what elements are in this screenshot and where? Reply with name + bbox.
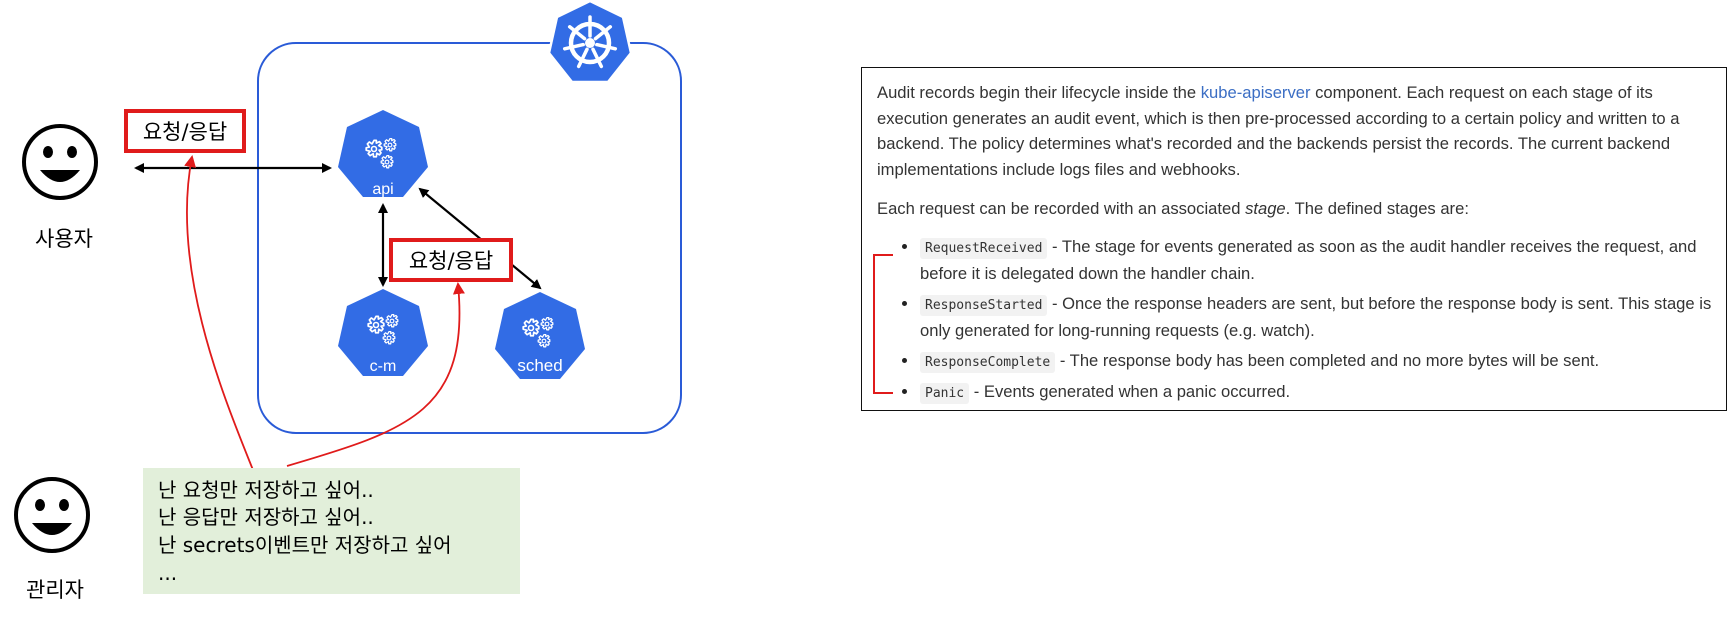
audit-doc-panel: Audit records begin their lifecycle insi… bbox=[861, 67, 1727, 411]
user-label: 사용자 bbox=[35, 227, 93, 251]
user-smiley-icon bbox=[22, 124, 98, 200]
stage-description: - Once the response headers are sent, bu… bbox=[920, 293, 1712, 341]
doc-p1-text: Audit records begin their lifecycle insi… bbox=[877, 83, 1201, 102]
admin-smiley-icon bbox=[14, 477, 90, 553]
k8s-audit-diagram: api c-m sched 요청/응답 요청/응답 사용자 관리자 난 요청만 … bbox=[14, 0, 682, 602]
admin-label: 관리자 bbox=[26, 578, 84, 602]
stage-item: RequestReceived - The stage for events g… bbox=[902, 234, 1712, 287]
stage-description: - The response body has been completed a… bbox=[1055, 350, 1600, 370]
admin-note-line-2: 난 응답만 저장하고 싶어.. bbox=[158, 505, 374, 529]
admin-to-box2-arrow bbox=[286, 282, 465, 467]
request-response-box-1 bbox=[124, 109, 246, 153]
stages-red-bracket bbox=[873, 254, 893, 394]
request-response-label-1: 요청/응답 bbox=[143, 120, 227, 144]
scheduler-node: sched bbox=[495, 292, 585, 379]
stage-code: ResponseStarted bbox=[920, 294, 1048, 316]
admin-to-box1-arrow bbox=[184, 155, 254, 471]
stage-code: ResponseComplete bbox=[920, 351, 1056, 373]
request-response-label-2: 요청/응답 bbox=[409, 249, 493, 273]
kubernetes-helm-icon bbox=[547, 0, 633, 84]
cluster-boundary bbox=[257, 42, 682, 434]
admin-note bbox=[143, 468, 520, 594]
doc-p2-emphasis: stage bbox=[1245, 199, 1286, 218]
stage-description: - The stage for events generated as soon… bbox=[920, 236, 1697, 284]
request-response-box-2 bbox=[389, 238, 513, 282]
stage-code: Panic bbox=[920, 383, 970, 404]
stage-item: Panic - Events generated when a panic oc… bbox=[902, 379, 1712, 407]
cm-node-label: c-m bbox=[370, 358, 397, 375]
doc-p2-text: Each request can be recorded with an ass… bbox=[877, 199, 1246, 218]
doc-p1-text-rest: component. Each request on each stage of… bbox=[877, 83, 1680, 179]
api-node-label: api bbox=[372, 181, 393, 198]
doc-paragraph-1: Audit records begin their lifecycle insi… bbox=[877, 80, 1712, 182]
stages-list: RequestReceived - The stage for events g… bbox=[877, 234, 1712, 407]
kube-apiserver-link[interactable]: kube-apiserver bbox=[1200, 83, 1311, 102]
api-node: api bbox=[338, 110, 428, 198]
stage-item: ResponseStarted - Once the response head… bbox=[902, 291, 1712, 344]
doc-paragraph-2: Each request can be recorded with an ass… bbox=[877, 196, 1712, 222]
admin-note-line-4: ... bbox=[158, 561, 177, 585]
stage-description: - Events generated when a panic occurred… bbox=[969, 382, 1291, 401]
doc-p2-text-rest: . The defined stages are: bbox=[1285, 199, 1469, 218]
admin-note-line-1: 난 요청만 저장하고 싶어.. bbox=[158, 478, 374, 502]
stage-item: ResponseComplete - The response body has… bbox=[902, 348, 1712, 376]
sched-node-label: sched bbox=[517, 356, 562, 375]
admin-note-line-3: 난 secrets이벤트만 저장하고 싶어 bbox=[158, 533, 452, 557]
controller-manager-node: c-m bbox=[338, 289, 428, 376]
stage-code: RequestReceived bbox=[920, 237, 1048, 259]
